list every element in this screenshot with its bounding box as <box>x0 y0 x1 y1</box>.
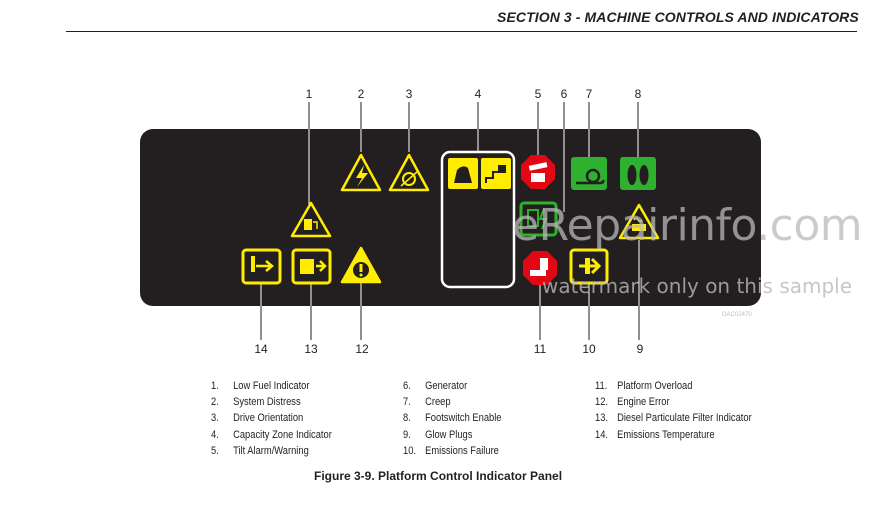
legend-column-1: 1.Low Fuel Indicator 2.System Distress 3… <box>211 378 332 459</box>
callout-13: 13 <box>304 342 318 356</box>
watermark-note: watermark only on this sample <box>542 274 853 298</box>
callout-12: 12 <box>355 342 369 356</box>
callout-9: 9 <box>637 342 644 356</box>
callout-14: 14 <box>254 342 268 356</box>
legend-item: 9.Glow Plugs <box>403 428 473 441</box>
legend-item: 6.Generator <box>403 380 468 392</box>
generator-icon <box>519 201 558 237</box>
callout-numbers: 1 2 3 4 5 6 7 8 14 13 12 11 10 9 <box>254 87 643 356</box>
footswitch-enable-icon <box>620 157 656 190</box>
callout-4: 4 <box>475 87 482 101</box>
legend-column-3: 11.Platform Overload 12.Engine Error 13.… <box>595 378 752 443</box>
leader-lines-inside <box>260 129 640 306</box>
watermark-site: eRepairinfo.com <box>512 200 863 251</box>
legend-item: 10.Emissions Failure <box>403 444 499 457</box>
callout-5: 5 <box>535 87 542 101</box>
capacity-zone-indicator-group <box>440 150 516 289</box>
callout-7: 7 <box>586 87 593 101</box>
system-distress-icon <box>340 153 382 192</box>
tilt-alarm-icon <box>521 155 555 189</box>
leader-lines-bottom <box>260 306 640 340</box>
legend-item: 4.Capacity Zone Indicator <box>211 428 332 441</box>
figure-caption: Figure 3-9. Platform Control Indicator P… <box>314 469 563 483</box>
drive-orientation-icon <box>388 153 430 192</box>
legend-item: 5.Tilt Alarm/Warning <box>211 444 309 457</box>
legend-column-2: 6.Generator 7.Creep 8.Footswitch Enable … <box>403 378 502 459</box>
creep-icon <box>571 157 607 190</box>
header-rule <box>66 31 857 32</box>
legend-item: 1.Low Fuel Indicator <box>211 380 310 392</box>
legend-item: 8.Footswitch Enable <box>403 412 502 425</box>
legend-item: 11.Platform Overload <box>595 380 693 392</box>
low-fuel-indicator-icon <box>290 201 332 238</box>
glow-plugs-icon <box>618 203 660 240</box>
diesel-particulate-filter-icon <box>291 248 332 285</box>
legend-item: 13.Diesel Particulate Filter Indicator <box>595 412 752 425</box>
callout-6: 6 <box>561 87 568 101</box>
legend-item: 12.Engine Error <box>595 396 670 409</box>
legend-item: 3.Drive Orientation <box>211 412 304 425</box>
engine-error-icon <box>340 246 382 284</box>
legend-item: 14.Emissions Temperature <box>595 428 715 441</box>
section-title: SECTION 3 - MACHINE CONTROLS AND INDICAT… <box>497 9 859 25</box>
figure-code: OAC02470 <box>722 312 752 318</box>
callout-8: 8 <box>635 87 642 101</box>
callout-11: 11 <box>534 342 547 356</box>
legend-item: 7.Creep <box>403 396 451 409</box>
emissions-temperature-icon <box>241 248 282 285</box>
emissions-failure-icon <box>569 248 609 285</box>
callout-10: 10 <box>582 342 596 356</box>
callout-1: 1 <box>306 87 313 101</box>
callout-2: 2 <box>358 87 365 101</box>
callout-3: 3 <box>406 87 413 101</box>
legend-item: 2.System Distress <box>211 396 301 409</box>
platform-overload-icon <box>523 251 557 285</box>
